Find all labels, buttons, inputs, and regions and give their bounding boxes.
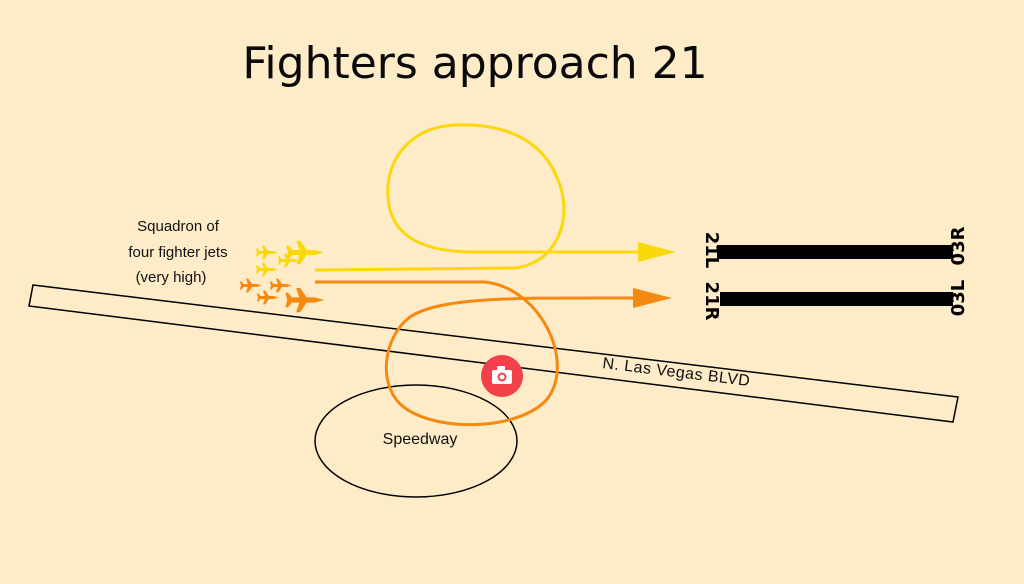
yellow-jet-formation (256, 240, 324, 277)
fighter-jet-icon (240, 278, 262, 293)
runway-label-03r: 03R (948, 226, 969, 265)
runway-label-21r: 21R (701, 282, 722, 321)
speedway-outline (314, 384, 518, 498)
runway-label-03l: 03L (948, 280, 969, 317)
squadron-label-line2: four fighter jets (128, 244, 227, 261)
orange-approach-route (315, 280, 646, 427)
fighter-jet-icon (256, 245, 278, 260)
runway-21r-03l (720, 292, 953, 306)
camera-icon (492, 366, 512, 384)
orange-jet-formation (240, 278, 325, 313)
page-title: Fighters approach 21 (242, 38, 707, 89)
fighter-jet-icon (285, 287, 325, 313)
road-outline (28, 284, 959, 423)
orange-arrowhead (633, 288, 672, 308)
road-label: N. Las Vegas BLVD (602, 355, 752, 390)
photo-spot-marker[interactable] (481, 355, 523, 397)
runway-label-21l: 21L (701, 232, 722, 269)
squadron-label-line3: (very high) (136, 269, 207, 286)
fighter-jet-icon (270, 278, 292, 293)
speedway-label: Speedway (383, 431, 458, 448)
fighter-jet-icon (257, 290, 279, 305)
runway-21l-03r (717, 245, 953, 259)
squadron-label-line1: Squadron of (137, 218, 220, 235)
fighter-jet-icon (256, 262, 278, 277)
yellow-approach-route (314, 123, 650, 272)
yellow-arrowhead (638, 242, 676, 262)
